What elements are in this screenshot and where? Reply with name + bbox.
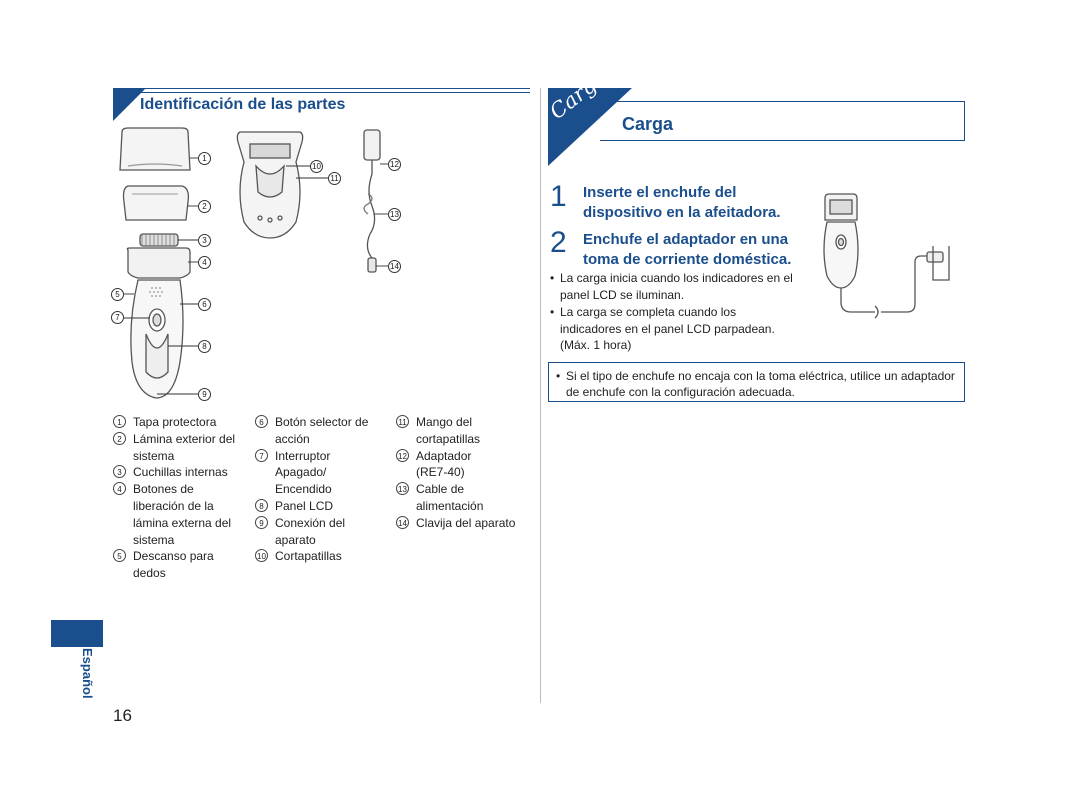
part-item: 9 Conexión del aparato <box>255 515 385 549</box>
callout-2: 2 <box>198 200 211 213</box>
language-tab <box>51 620 103 647</box>
note-box <box>548 362 965 402</box>
part-label: Botón selector de acción <box>275 415 369 446</box>
part-item: 4 Botones de liberación de la lámina exte… <box>113 481 248 548</box>
bullet-text: La carga se completa cuando los indicado… <box>560 305 775 352</box>
parts-list-col-2: 6 Botón selector de acción 7 Interruptor A… <box>255 414 385 565</box>
bullet-dot: • <box>550 271 555 285</box>
part-number: 5 <box>113 549 126 563</box>
column-divider <box>540 88 541 703</box>
part-label: Botones de liberación de la lámina exter… <box>133 482 232 547</box>
callout-12: 12 <box>388 158 401 171</box>
parts-list-col-1: 1 Tapa protectora 2 Lámina exterior del si… <box>113 414 248 582</box>
step-number: 1 <box>550 180 567 213</box>
part-label: Descanso para dedos <box>133 549 214 581</box>
note-content: Si el tipo de enchufe no encaja con la t… <box>566 369 955 399</box>
parts-illustration <box>119 127 388 399</box>
note-text: • Si el tipo de enchufe no encaja con la… <box>556 368 960 400</box>
part-number: 2 <box>113 431 126 445</box>
part-label: Lámina exterior del sistema <box>133 431 236 463</box>
part-number: 3 <box>113 465 126 479</box>
part-item: 11 Mango del cortapatillas <box>396 414 531 448</box>
part-label: Clavija del aparato <box>416 515 516 530</box>
callout-13: 13 <box>388 208 401 221</box>
callout-5: 5 <box>111 288 124 301</box>
part-number: 14 <box>396 515 409 529</box>
language-label: Español <box>80 648 95 699</box>
parts-list-col-3: 11 Mango del cortapatillas 12 Adaptador (R… <box>396 414 531 532</box>
part-label: Interruptor Apagado/ Encendido <box>275 448 332 497</box>
section-corner-triangle <box>113 89 145 121</box>
part-item: 7 Interruptor Apagado/ Encendido <box>255 448 355 498</box>
part-number: 13 <box>396 482 409 496</box>
callout-14: 14 <box>388 260 401 273</box>
callout-10: 10 <box>310 160 323 173</box>
part-item: 6 Botón selector de acción <box>255 414 385 448</box>
bullet-item: • La carga se completa cuando los indica… <box>550 304 800 354</box>
part-label: Cable de alimentación <box>416 482 484 513</box>
step-text: Enchufe el adaptador en una toma de corr… <box>583 231 792 268</box>
part-item: 14 Clavija del aparato <box>396 515 531 532</box>
part-item: 10 Cortapatillas <box>255 548 385 565</box>
part-item: 1 Tapa protectora <box>113 414 248 431</box>
part-number: 8 <box>255 498 268 512</box>
part-item: 12 Adaptador (RE7-40) <box>396 448 506 482</box>
bullet-dot: • <box>550 305 555 319</box>
section-banner-triangle <box>548 88 632 166</box>
part-number: 6 <box>255 415 268 428</box>
part-number: 7 <box>255 448 268 462</box>
part-item: 5 Descanso para dedos <box>113 548 248 582</box>
charging-illustration <box>823 193 950 319</box>
part-item: 2 Lámina exterior del sistema <box>113 431 248 465</box>
callout-4: 4 <box>198 256 211 269</box>
part-label: Cortapatillas <box>275 549 342 564</box>
callout-7: 7 <box>111 311 124 324</box>
part-label: Cuchillas internas <box>133 465 228 480</box>
callout-9: 9 <box>198 388 211 401</box>
part-item: 13 Cable de alimentación <box>396 481 531 515</box>
section-rule-top <box>113 88 530 93</box>
part-number: 4 <box>113 482 126 496</box>
section-title-box <box>600 101 965 141</box>
callout-3: 3 <box>198 234 211 247</box>
callout-1: 1 <box>198 152 211 165</box>
callout-8: 8 <box>198 340 211 353</box>
part-number: 1 <box>113 415 126 428</box>
page-number: 16 <box>113 706 132 725</box>
part-label: Mango del cortapatillas <box>416 415 481 446</box>
part-number: 10 <box>255 549 268 563</box>
step-number: 2 <box>550 226 567 259</box>
callout-11: 11 <box>328 172 341 185</box>
part-label: Adaptador (RE7-40) <box>416 448 472 480</box>
callout-6: 6 <box>198 298 211 311</box>
bullet-text: La carga inicia cuando los indicadores e… <box>560 271 793 302</box>
step-text: Inserte el enchufe del dispositivo en la… <box>583 184 781 221</box>
part-number: 11 <box>396 415 409 428</box>
part-item: 8 Panel LCD <box>255 498 385 515</box>
part-number: 12 <box>396 448 409 462</box>
charging-section-title: Carga <box>622 114 674 134</box>
part-label: Panel LCD <box>275 498 334 513</box>
bullet-dot: • <box>556 369 561 383</box>
part-label: Tapa protectora <box>133 415 217 429</box>
part-item: 3 Cuchillas internas <box>113 464 248 481</box>
part-label: Conexión del aparato <box>275 515 346 547</box>
parts-section-title: Identificación de las partes <box>140 96 346 113</box>
bullet-item: • La carga inicia cuando los indicadores… <box>550 270 800 303</box>
part-number: 9 <box>255 515 268 529</box>
